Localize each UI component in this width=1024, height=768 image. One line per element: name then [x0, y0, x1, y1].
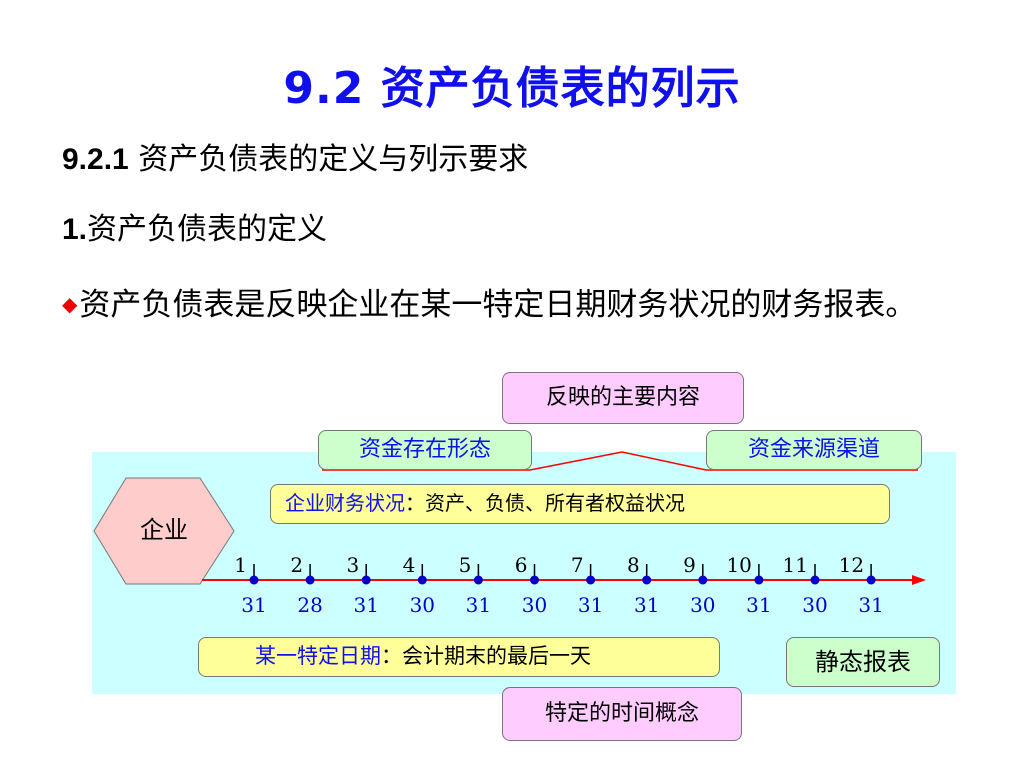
- diamond-bullet-icon: ◆: [62, 292, 78, 316]
- month-end-dot: [530, 575, 539, 585]
- month-label: 9: [683, 553, 696, 577]
- slide-title: 9.2 资产负债表的列示: [283, 63, 741, 114]
- connector-lines: [322, 451, 918, 471]
- definition-heading: 1.资产负债表的定义: [62, 210, 327, 250]
- definition-text: 资产负债表的定义: [87, 212, 328, 247]
- month-label: 8: [627, 553, 640, 577]
- day-label: 31: [241, 593, 266, 617]
- month-label: 6: [515, 553, 528, 577]
- specific-date-box: 某一特定日期：会计期末的最后一天: [198, 637, 720, 677]
- month-label: 1: [234, 553, 247, 577]
- main-content-callout: 反映的主要内容: [502, 372, 744, 424]
- month-end-dot: [361, 575, 371, 585]
- month-label: 12: [839, 553, 864, 577]
- section-text: 资产负债表的定义与列示要求: [128, 142, 529, 177]
- month-label: 3: [346, 553, 359, 577]
- definition-number: 1.: [62, 213, 88, 246]
- day-label: 28: [297, 593, 322, 617]
- time-concept-callout: 特定的时间概念: [502, 687, 742, 741]
- month-end-dot: [473, 575, 483, 585]
- month-label: 2: [290, 553, 303, 577]
- month-end-dot: [586, 575, 596, 585]
- capital-form-callout: 资金存在形态: [318, 430, 532, 470]
- section-number: 9.2.1: [62, 143, 129, 176]
- month-end-dot: [642, 575, 652, 585]
- section-heading: 9.2.1 资产负债表的定义与列示要求: [62, 140, 528, 180]
- day-label: 30: [690, 593, 715, 617]
- day-label: 31: [353, 593, 378, 617]
- timeline-arrow-icon: [912, 575, 926, 585]
- month-end-dot: [698, 575, 708, 585]
- month-end-dot: [417, 575, 427, 585]
- specific-date-term: 某一特定日期: [255, 644, 381, 668]
- month-end-dot: [754, 575, 764, 585]
- day-label: 30: [410, 593, 435, 617]
- month-label: 10: [726, 553, 751, 577]
- connector-form: [529, 451, 623, 471]
- paragraph-text: 资产负债表是反映企业在某一特定日期财务状况的财务报表。: [79, 287, 917, 323]
- day-label: 31: [578, 593, 603, 617]
- specific-date-desc: ：会计期末的最后一天: [381, 644, 591, 668]
- day-label: 31: [858, 593, 883, 617]
- day-label: 31: [466, 593, 491, 617]
- month-label: 4: [403, 553, 416, 577]
- capital-source-callout: 资金来源渠道: [706, 430, 922, 470]
- definition-paragraph: ◆资产负债表是反映企业在某一特定日期财务状况的财务报表。: [62, 276, 942, 333]
- connector-source: [621, 451, 707, 471]
- month-label: 5: [459, 553, 472, 577]
- day-label: 30: [802, 593, 827, 617]
- day-label: 31: [634, 593, 659, 617]
- month-end-dot: [810, 575, 820, 585]
- month-label: 11: [783, 553, 808, 577]
- month-end-dot: [249, 575, 259, 585]
- static-report-callout: 静态报表: [786, 637, 940, 687]
- financial-status-box: 企业财务状况：资产、负债、所有者权益状况: [270, 484, 890, 524]
- enterprise-label: 企业: [140, 516, 188, 544]
- financial-status-term: 企业财务状况: [285, 491, 405, 515]
- day-label: 30: [522, 593, 547, 617]
- month-end-dot: [305, 575, 315, 585]
- financial-status-desc: ：资产、负债、所有者权益状况: [405, 491, 685, 515]
- enterprise-hexagon: [93, 477, 235, 585]
- month-label: 7: [571, 553, 584, 577]
- month-end-dot: [866, 575, 876, 585]
- day-label: 31: [746, 593, 771, 617]
